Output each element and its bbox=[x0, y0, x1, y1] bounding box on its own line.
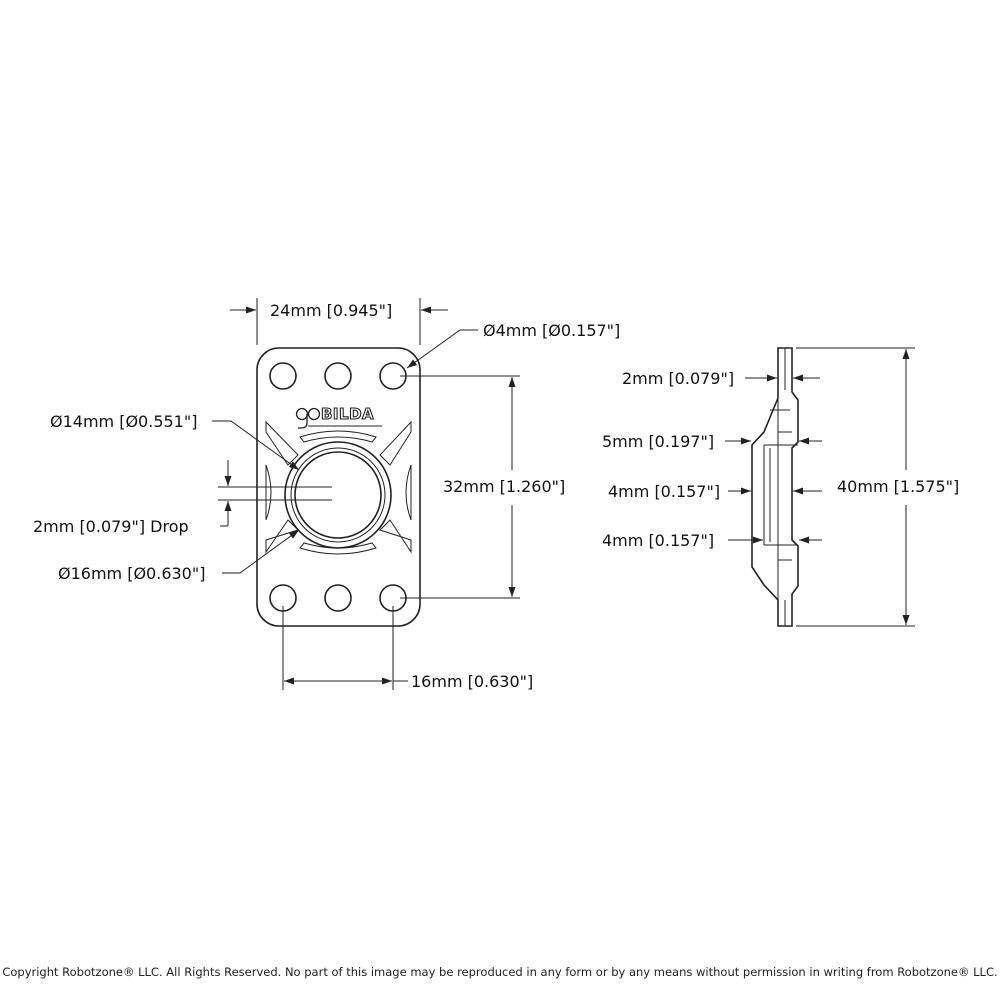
rib-pocket-top bbox=[299, 430, 377, 443]
bore-middle-ring bbox=[290, 447, 386, 543]
inner-bore-label: Ø14mm [Ø0.551"] bbox=[50, 412, 197, 431]
hole-diameter-label: Ø4mm [Ø0.157"] bbox=[483, 321, 620, 340]
bore-inner-ring bbox=[294, 451, 382, 539]
logo-text: BILDA bbox=[321, 405, 374, 423]
side-profile-outline bbox=[751, 347, 799, 627]
rib-pocket-bottom bbox=[299, 542, 377, 555]
rib-pocket-left bbox=[265, 464, 272, 521]
logo-o-icon bbox=[307, 407, 321, 421]
step-depth-label: 5mm [0.197"] bbox=[602, 432, 714, 451]
boss-lower-label: 4mm [0.157"] bbox=[602, 531, 714, 550]
front-view: BILDA 24mm [0.945"] Ø4mm [Ø0.157"] Ø14mm… bbox=[33, 298, 620, 691]
flange-thickness-label: 2mm [0.079"] bbox=[622, 369, 734, 388]
rib-pocket-right bbox=[405, 464, 412, 521]
bore-outer-ring bbox=[284, 441, 392, 549]
vertical-spacing-label: 32mm [1.260"] bbox=[443, 477, 565, 496]
mounting-hole-top-left bbox=[269, 362, 297, 390]
outer-bore-leader bbox=[222, 529, 300, 574]
rib-pocket-top-left bbox=[265, 420, 299, 466]
hole-leader bbox=[406, 329, 478, 369]
outer-bore-label: Ø16mm [Ø0.630"] bbox=[58, 564, 205, 583]
width-dimension-label: 24mm [0.945"] bbox=[270, 301, 392, 320]
logo-g-tail-icon bbox=[298, 414, 308, 429]
horizontal-spacing-label: 16mm [0.630"] bbox=[411, 672, 533, 691]
rib-pocket-top-right bbox=[379, 420, 412, 466]
side-view: 2mm [0.079"] 5mm [0.197"] 4mm [0.157"] 4… bbox=[602, 347, 959, 627]
inner-bore-leader bbox=[212, 420, 300, 471]
rib-pocket-bottom-left bbox=[265, 519, 299, 554]
logo-g-icon bbox=[295, 407, 309, 421]
copyright-notice: Copyright Robotzone® LLC. All Rights Res… bbox=[2, 965, 997, 979]
rib-pocket-bottom-right bbox=[379, 519, 412, 554]
boss-upper-label: 4mm [0.157"] bbox=[608, 482, 720, 501]
mounting-hole-bottom-center bbox=[324, 584, 352, 612]
overall-height-label: 40mm [1.575"] bbox=[837, 477, 959, 496]
drop-label: 2mm [0.079"] Drop bbox=[33, 517, 189, 536]
mounting-hole-top-center bbox=[324, 362, 352, 390]
gobilda-logo: BILDA bbox=[295, 404, 382, 429]
